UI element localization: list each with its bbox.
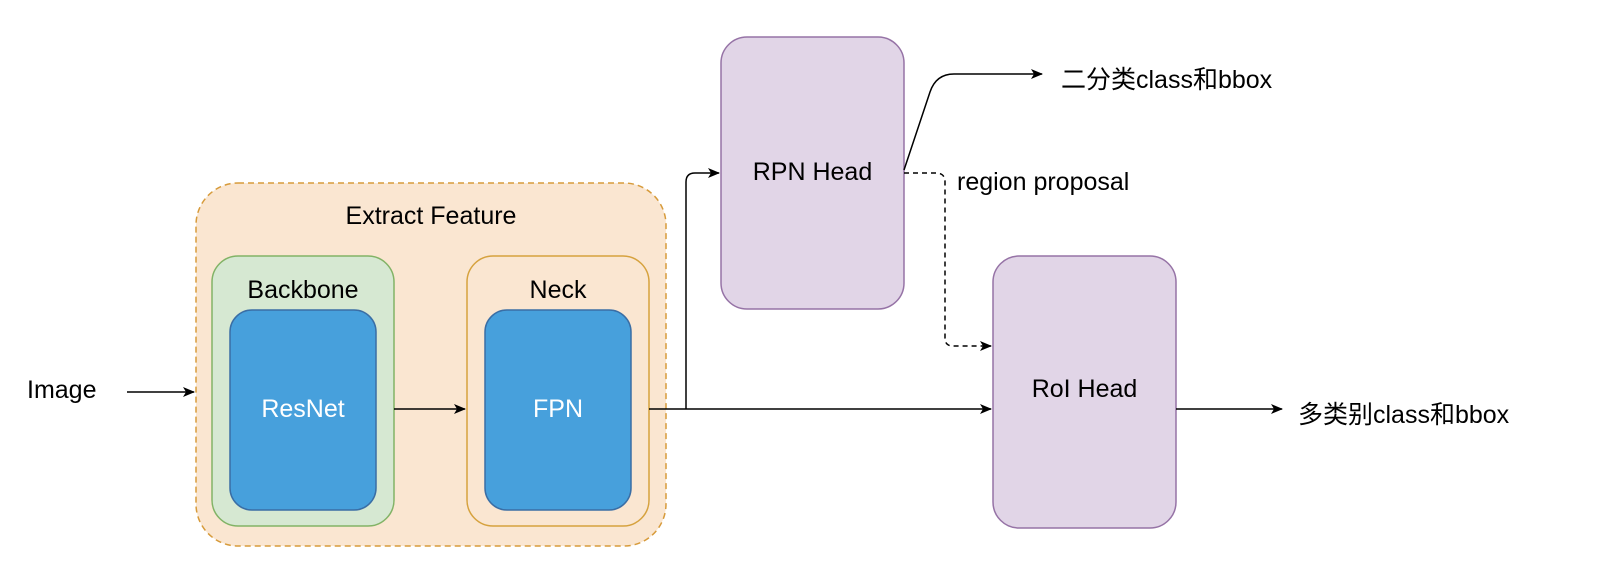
roi-output-label: 多类别class和bbox xyxy=(1298,401,1510,429)
extract-feature-title: Extract Feature xyxy=(345,202,517,230)
fpn-to-rpn-arrow xyxy=(685,168,720,409)
rpn-to-binary-output-arrow xyxy=(903,69,1043,171)
neck-title: Neck xyxy=(529,276,587,304)
region-proposal-label: region proposal xyxy=(957,168,1130,196)
roi-head-label: RoI Head xyxy=(1031,375,1138,403)
rpn-output-label: 二分类class和bbox xyxy=(1061,66,1273,94)
roi-head-box xyxy=(992,255,1177,529)
resnet-block xyxy=(229,309,377,511)
fpn-block xyxy=(484,309,632,511)
input-image-label: Image xyxy=(27,376,97,404)
backbone-title: Backbone xyxy=(247,276,359,304)
rpn-head-label: RPN Head xyxy=(752,158,873,186)
fpn-label: FPN xyxy=(533,395,583,423)
resnet-label: ResNet xyxy=(261,395,345,423)
region-proposal-dashed-arrow xyxy=(904,172,992,351)
